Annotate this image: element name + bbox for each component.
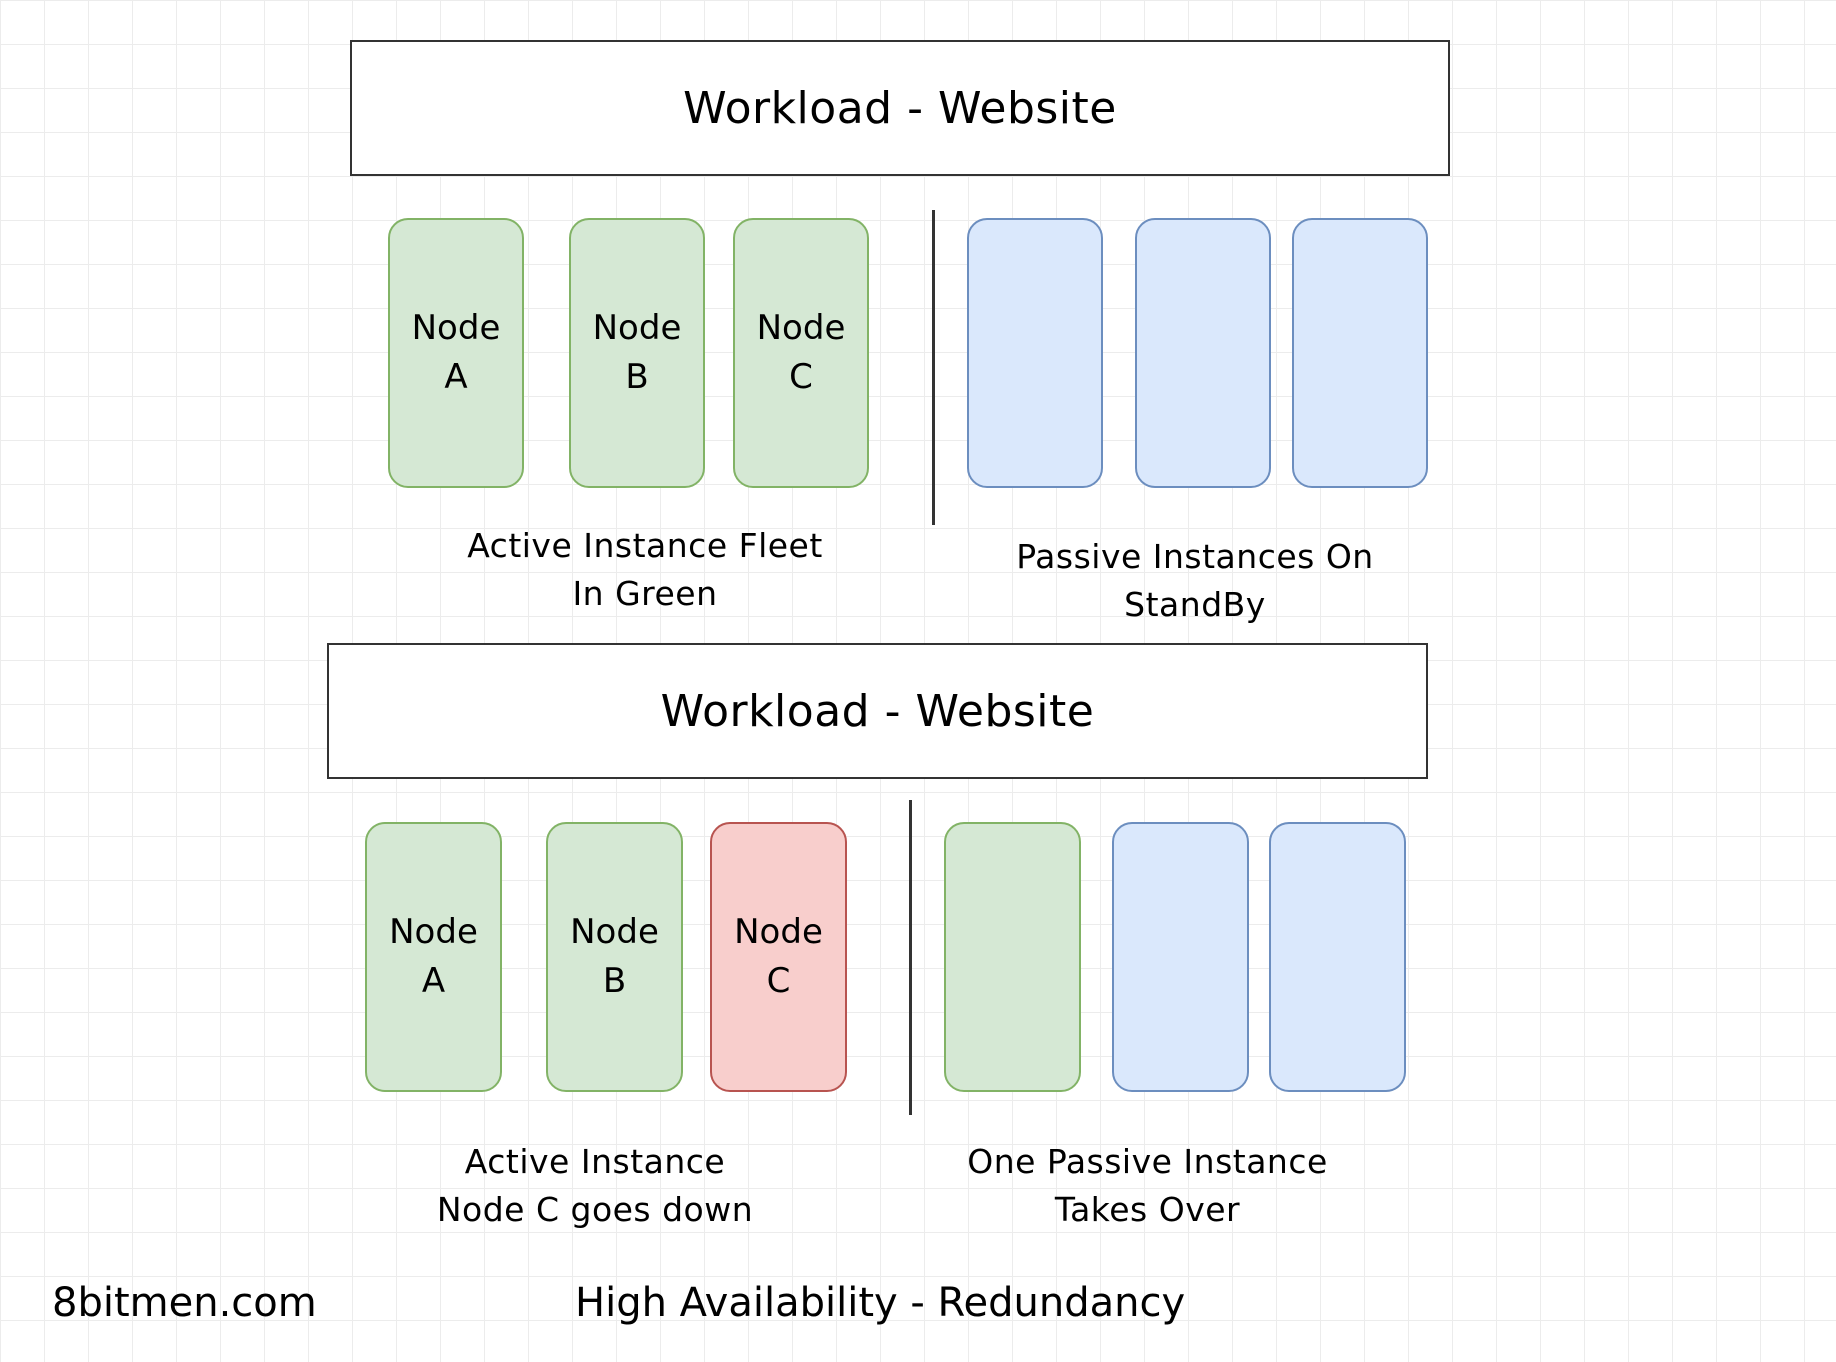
top-caption-passive-line1: Passive Instances On [1016, 537, 1374, 576]
top-caption-active-line2: In Green [572, 573, 718, 613]
top-passive-node-3 [1292, 218, 1428, 488]
top-caption-active: Active Instance Fleet In Green [425, 522, 865, 618]
bottom-takeover-node [944, 822, 1081, 1092]
top-node-b-line2: B [625, 357, 649, 397]
top-node-b-line1: Node [592, 307, 682, 348]
top-caption-active-line1: Active Instance Fleet [467, 526, 823, 565]
site-watermark: 8bitmen.com [52, 1280, 317, 1326]
bottom-passive-node-1 [1112, 822, 1249, 1092]
bottom-caption-passive-line2: Takes Over [1054, 1189, 1241, 1229]
top-caption-passive: Passive Instances On StandBy [980, 533, 1410, 629]
bottom-workload-box: Workload - Website [327, 643, 1428, 779]
diagram-title: High Availability - Redundancy [575, 1280, 1186, 1326]
bottom-caption-active-line1: Active Instance [464, 1142, 726, 1181]
top-passive-node-1 [967, 218, 1103, 488]
top-workload-label: Workload - Website [683, 82, 1117, 134]
top-node-c: Node C [733, 218, 869, 488]
bottom-node-a-line2: A [421, 961, 446, 1001]
bottom-caption-active-line2: Node C goes down [436, 1189, 754, 1229]
top-node-b: Node B [569, 218, 705, 488]
bottom-workload-label: Workload - Website [660, 685, 1095, 737]
bottom-caption-passive: One Passive Instance Takes Over [930, 1138, 1365, 1234]
bottom-node-b: Node B [546, 822, 683, 1092]
top-passive-node-2 [1135, 218, 1271, 488]
bottom-caption-active: Active Instance Node C goes down [395, 1138, 795, 1234]
top-divider [932, 210, 935, 525]
bottom-caption-passive-line1: One Passive Instance [967, 1142, 1328, 1181]
bottom-node-c-line2: C [766, 961, 791, 1001]
top-node-c-line1: Node [756, 307, 846, 348]
top-node-c-line2: C [789, 357, 813, 397]
top-workload-box: Workload - Website [350, 40, 1450, 176]
top-node-a-line1: Node [411, 307, 501, 348]
bottom-node-a: Node A [365, 822, 502, 1092]
bottom-node-b-line1: Node [570, 911, 659, 952]
top-node-a-line2: A [444, 357, 468, 397]
bottom-node-a-line1: Node [389, 911, 478, 952]
top-caption-passive-line2: StandBy [1124, 584, 1266, 624]
bottom-divider [909, 800, 912, 1115]
top-node-a: Node A [388, 218, 524, 488]
bottom-node-c-failed: Node C [710, 822, 847, 1092]
bottom-node-c-line1: Node [734, 911, 823, 952]
bottom-passive-node-2 [1269, 822, 1406, 1092]
bottom-node-b-line2: B [602, 961, 627, 1001]
